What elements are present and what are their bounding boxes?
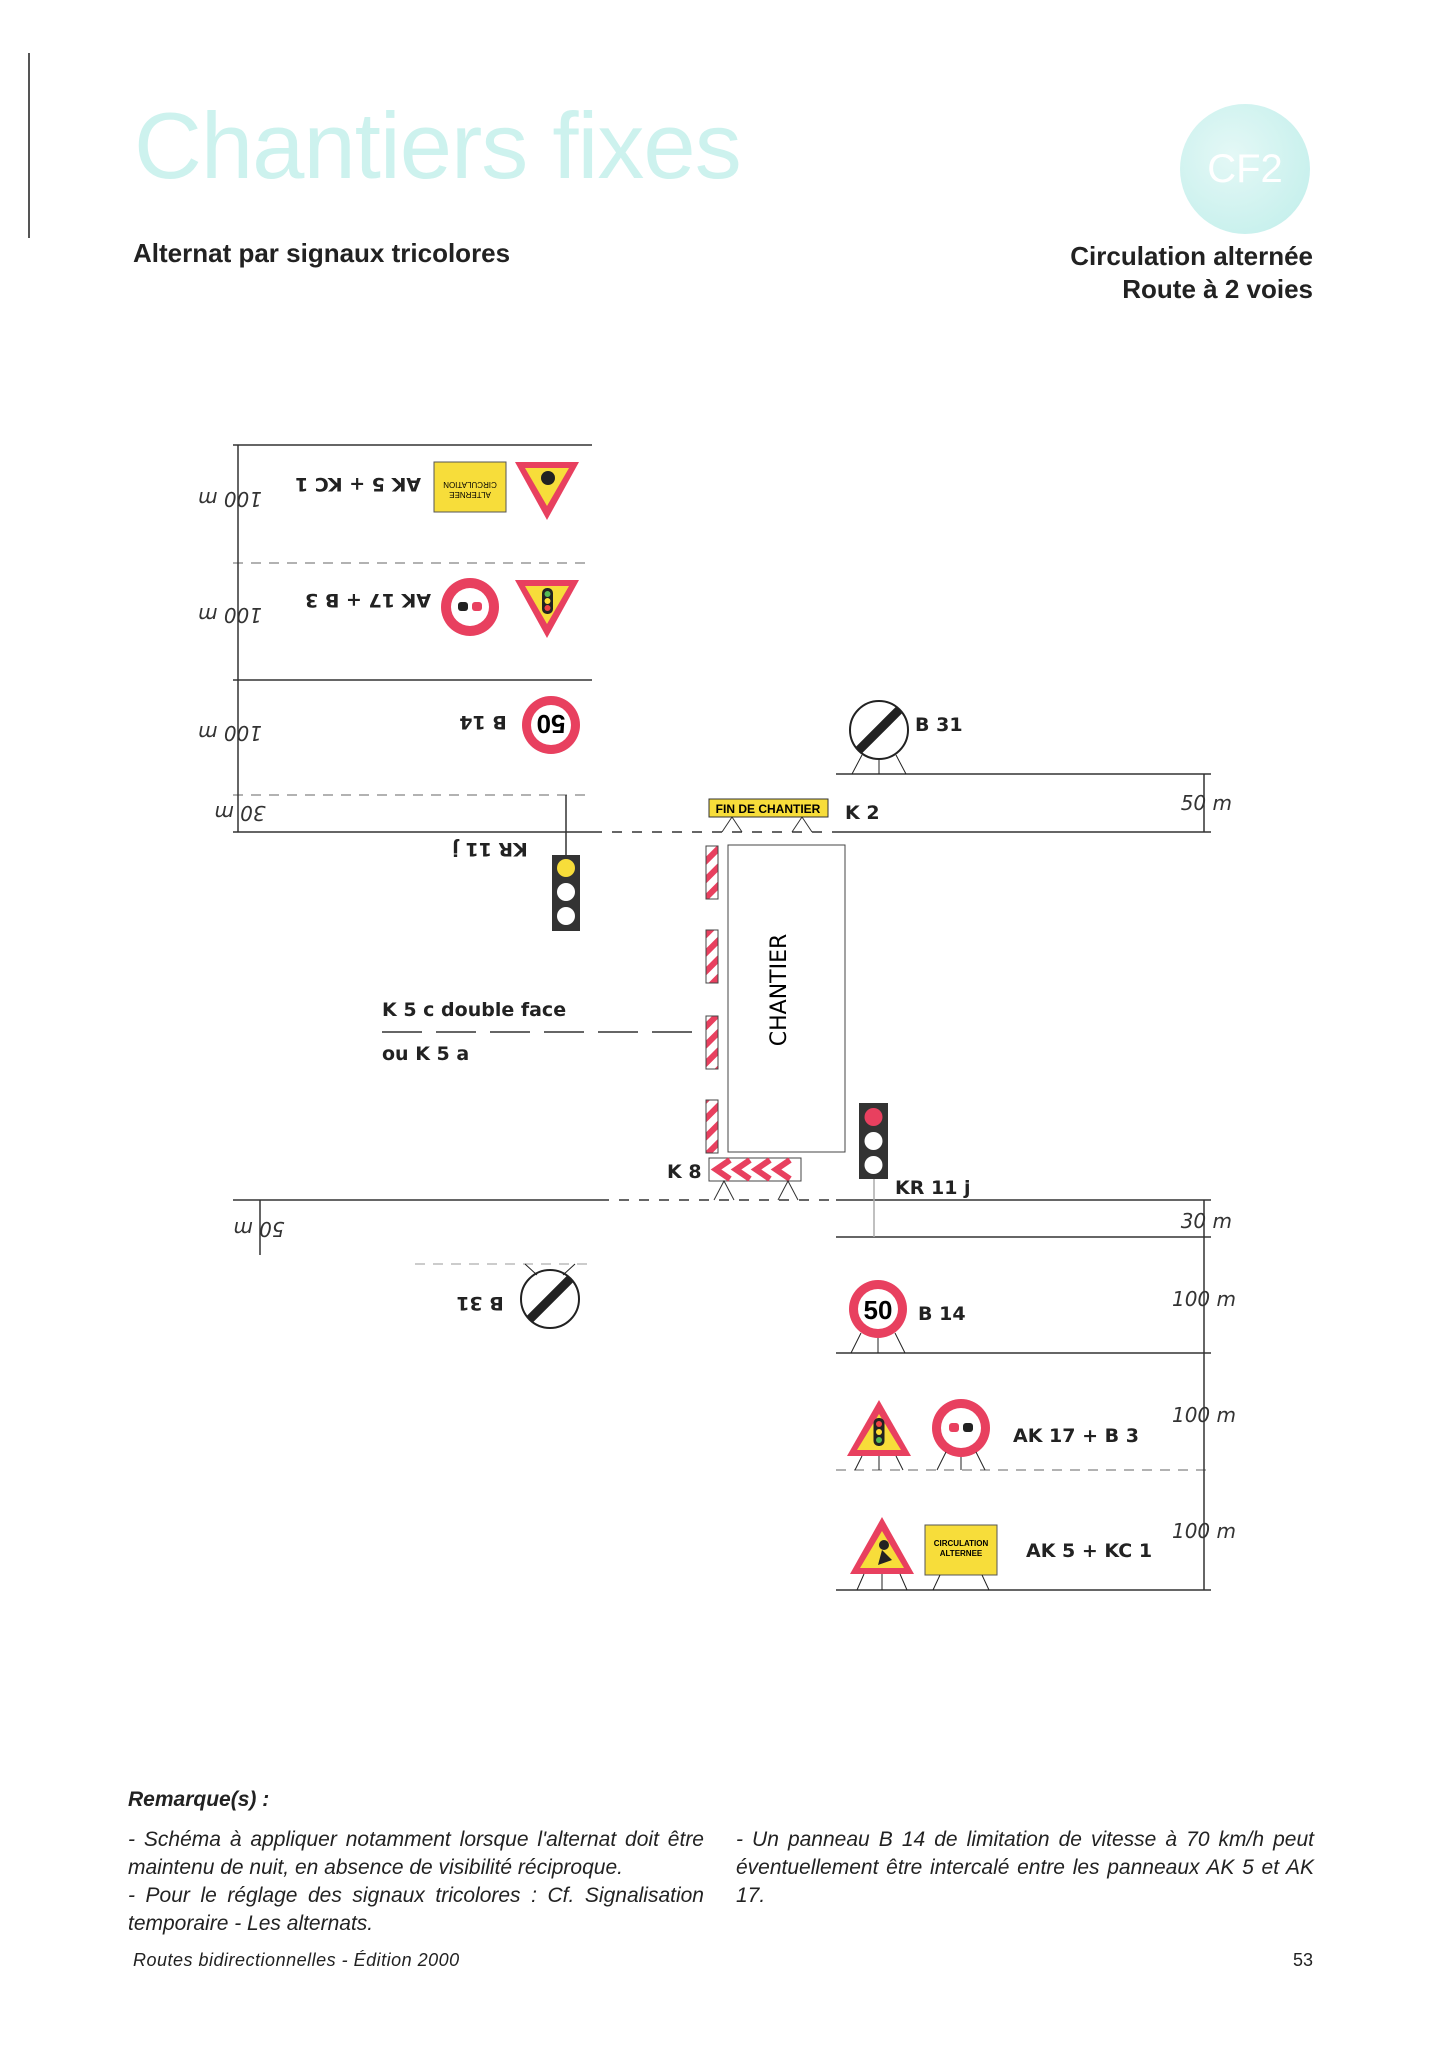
- right-traffic-light: [859, 1103, 888, 1179]
- road-lines: [233, 444, 1211, 1591]
- svg-text:50 m: 50 m: [233, 1217, 284, 1241]
- k2-label: K 2: [845, 802, 880, 824]
- svg-text:FIN DE CHANTIER: FIN DE CHANTIER: [716, 802, 821, 816]
- right-row1-label: AK 5 + KC 1: [1026, 1540, 1152, 1562]
- svg-text:50: 50: [537, 709, 566, 739]
- left-end-label: B 31: [456, 1292, 504, 1314]
- section-badge: CF2: [1180, 104, 1310, 234]
- subtitle-right-line-1: Circulation alternée: [1070, 241, 1313, 271]
- k5-label: K 5 c double face: [382, 999, 566, 1021]
- remarks-left: - Schéma à appliquer notamment lorsque l…: [128, 1826, 704, 1938]
- svg-text:100 m: 100 m: [1172, 1403, 1236, 1427]
- left-b3-sign: [441, 578, 499, 636]
- left-b31-sign: [520, 1263, 580, 1329]
- left-row3-label: B 14: [459, 711, 507, 733]
- right-b14-sign: 50: [849, 1280, 907, 1354]
- remark-item: - Pour le réglage des signaux tricolores…: [128, 1884, 704, 1935]
- worksite-label: CHANTIER: [767, 934, 792, 1047]
- right-b31-label: B 31: [915, 714, 963, 736]
- k5-alt-label: ou K 5 a: [382, 1043, 469, 1065]
- left-ak5-sign: [515, 462, 579, 520]
- left-ak17-sign: [515, 580, 579, 638]
- remark-item: - Schéma à appliquer notamment lorsque l…: [128, 1828, 704, 1879]
- svg-text:100 m: 100 m: [1172, 1519, 1236, 1543]
- svg-text:100 m: 100 m: [198, 721, 262, 745]
- k8-chevron-panel: [708, 1157, 802, 1201]
- page-title: Chantiers fixes: [134, 93, 742, 198]
- left-row2-label: AK 17 + B 3: [305, 589, 431, 611]
- k8-label: K 8: [667, 1161, 702, 1183]
- right-light-label: KR 11 j: [895, 1177, 971, 1199]
- left-b14-sign: 50: [522, 696, 580, 754]
- subtitle-right: Circulation alternée Route à 2 voies: [1070, 240, 1313, 306]
- subtitle-left: Alternat par signaux tricolores: [133, 238, 511, 268]
- remarks-title: Remarque(s) :: [128, 1788, 270, 1811]
- left-row1-label: AK 5 + KC 1: [295, 473, 421, 495]
- svg-text:30 m: 30 m: [1181, 1209, 1232, 1233]
- right-b3-sign: [932, 1399, 990, 1471]
- svg-text:CIRCULATION: CIRCULATION: [934, 1539, 989, 1548]
- k5-barriers: [705, 845, 719, 1154]
- left-light-label: KR 11 j: [452, 838, 528, 860]
- right-ak5-sign: [850, 1517, 914, 1591]
- footer-source: Routes bidirectionnelles - Édition 2000: [133, 1950, 460, 1970]
- right-ak17-sign: [847, 1400, 911, 1471]
- svg-text:50: 50: [864, 1295, 893, 1325]
- k2-panel: FIN DE CHANTIER: [708, 798, 829, 833]
- svg-text:ALTERNEE: ALTERNEE: [449, 490, 491, 499]
- svg-text:ALTERNEE: ALTERNEE: [940, 1549, 983, 1558]
- page-number: 53: [1292, 1950, 1313, 1970]
- right-b31-sign: [849, 700, 909, 775]
- svg-text:100 m: 100 m: [1172, 1287, 1236, 1311]
- svg-text:50 m: 50 m: [1181, 791, 1232, 815]
- left-traffic-light: [552, 855, 580, 931]
- remarks-right: - Un panneau B 14 de limitation de vites…: [736, 1826, 1314, 1910]
- right-row2-label: AK 17 + B 3: [1013, 1425, 1139, 1447]
- svg-text:100 m: 100 m: [198, 603, 262, 627]
- left-kc1-panel: CIRCULATION ALTERNEE: [433, 461, 507, 513]
- subtitle-right-line-2: Route à 2 voies: [1122, 274, 1313, 304]
- worksite-area: [727, 844, 846, 1153]
- margin-rule: [28, 53, 30, 238]
- right-kc1-panel: CIRCULATION ALTERNEE: [924, 1524, 998, 1591]
- svg-text:100 m: 100 m: [198, 487, 262, 511]
- svg-text:30 m: 30 m: [214, 801, 265, 825]
- right-row3-label: B 14: [918, 1303, 966, 1325]
- remark-item: - Un panneau B 14 de limitation de vites…: [736, 1828, 1314, 1907]
- svg-text:CIRCULATION: CIRCULATION: [443, 480, 497, 489]
